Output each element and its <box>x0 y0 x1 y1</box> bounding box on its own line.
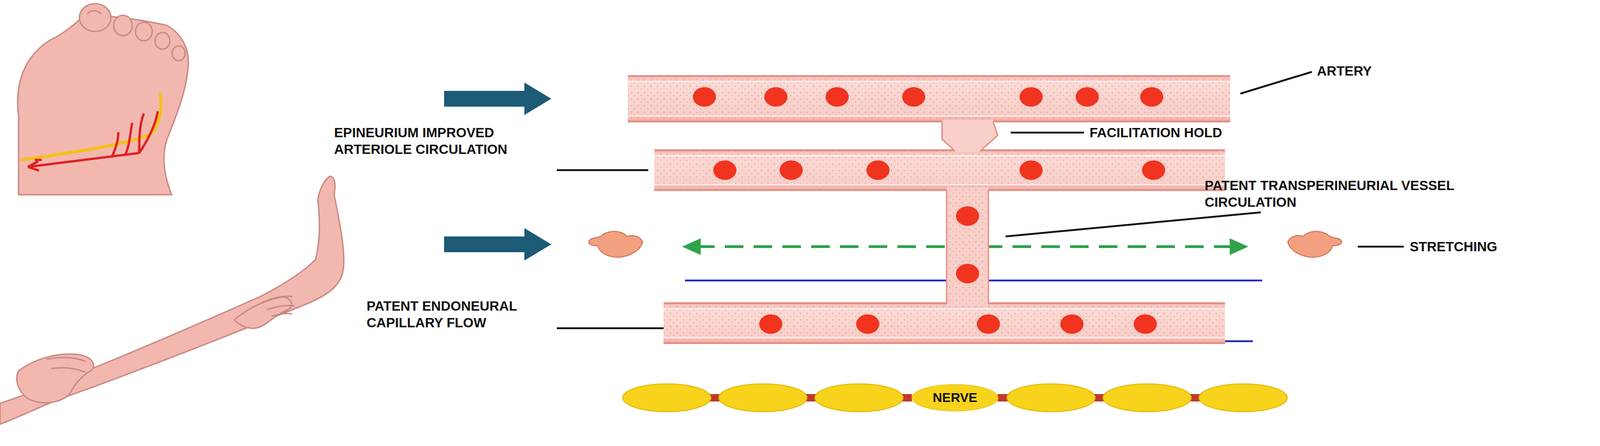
myelin-segment <box>1103 384 1192 413</box>
blood-cell <box>825 87 849 107</box>
blood-cell <box>759 314 783 335</box>
vessel-wall <box>627 81 1231 83</box>
blood-cell <box>955 264 980 284</box>
vessel-tube <box>946 187 989 307</box>
vessel-tube <box>627 75 1231 123</box>
myelin-segment <box>622 384 711 413</box>
hand-icon <box>588 231 1342 258</box>
callout-label: EPINEURIUM IMPROVED ARTERIOLE CIRCULATIO… <box>334 124 553 159</box>
vessel-tube <box>663 302 1226 345</box>
vessel-wall <box>663 302 1226 305</box>
vessel-wall <box>627 120 1231 123</box>
myelin-segment <box>1006 384 1096 413</box>
vessel-wall <box>654 184 1226 186</box>
direction-arrow <box>444 82 552 261</box>
nerve-fiber <box>622 384 1288 413</box>
blood-cell <box>764 87 788 107</box>
blood-cell <box>866 160 890 181</box>
callout-label: PATENT ENDONEURAL CAPILLARY FLOW <box>366 297 553 332</box>
vessel-wall <box>980 121 998 152</box>
vessel-wall <box>654 189 1226 192</box>
myelin-segment <box>814 384 904 413</box>
callout-label: STRETCHING <box>1409 238 1498 256</box>
blood-cell <box>1140 87 1164 107</box>
vessel-label: ARTERY <box>1316 62 1372 80</box>
blood-cell <box>1133 314 1157 335</box>
blood-cell <box>1019 160 1043 181</box>
vessel-texture <box>627 75 1231 123</box>
vessel-wall <box>654 149 1226 152</box>
node-text-wrap: NERVE <box>910 384 1000 413</box>
vessel-texture <box>654 149 1226 192</box>
leg-illustration <box>0 176 344 425</box>
vessel-group <box>627 75 1231 345</box>
vessel-wall <box>627 115 1231 117</box>
blood-cell <box>1141 160 1166 181</box>
blood-cell <box>902 87 926 107</box>
vessel-wall <box>627 75 1231 78</box>
blood-cell <box>713 160 737 181</box>
blood-cell <box>955 206 980 226</box>
callout-label: PATENT TRANSPERINEURIAL VESSEL CIRCULATI… <box>1204 177 1465 212</box>
vessel-wall <box>663 337 1226 339</box>
myelin-segment <box>718 384 807 413</box>
blood-cell <box>1060 314 1084 335</box>
foot-illustration <box>17 3 189 195</box>
blood-cell <box>692 87 717 107</box>
vessel-wall <box>946 190 948 305</box>
vessel-texture <box>946 187 989 307</box>
vessel-wall <box>987 190 990 305</box>
vessel-wall <box>663 342 1226 345</box>
blood-cell <box>1019 87 1043 107</box>
blood-cell <box>1075 87 1099 107</box>
vessel-wall <box>654 155 1226 157</box>
vessel-tube <box>941 119 998 153</box>
node-of-ranvier <box>997 394 1008 402</box>
vessel-wall <box>663 308 1226 310</box>
node-label: NERVE <box>932 390 978 406</box>
myelin-segment <box>911 384 999 412</box>
blood-cell <box>856 314 880 335</box>
myelin-segment <box>1199 384 1288 413</box>
vessel-texture <box>663 302 1226 345</box>
nerve-segment: NERVE <box>910 384 1000 413</box>
vessel-tube <box>654 149 1226 192</box>
callout-label: FACILITATION HOLD <box>1089 124 1223 142</box>
blood-cell <box>976 314 1000 335</box>
blood-cell <box>779 160 803 181</box>
vessel-wall <box>941 121 955 152</box>
